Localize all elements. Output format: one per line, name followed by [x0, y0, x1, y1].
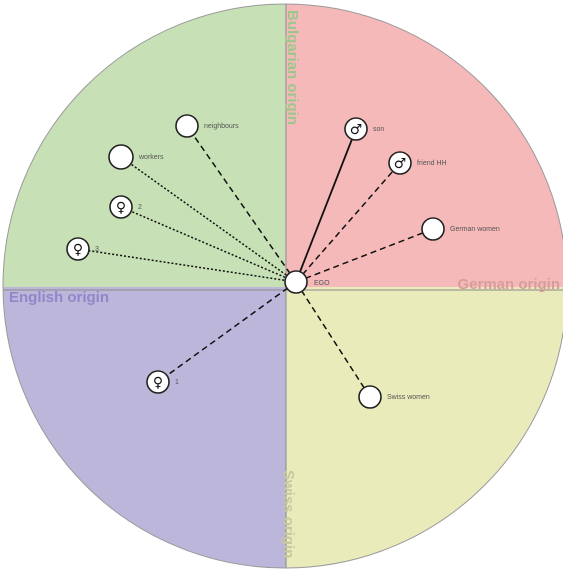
alter-label-female-1: 1	[175, 379, 179, 386]
ego-node[interactable]: EGO	[284, 270, 330, 294]
alter-circle	[175, 114, 199, 138]
alter-node-female-2[interactable]: ♀2	[109, 195, 142, 219]
alter-label-friend-hh: friend HH	[417, 160, 447, 167]
alter-node-swiss-women[interactable]: Swiss women	[358, 385, 430, 409]
male-icon: ♂	[350, 122, 363, 138]
alter-label-female-2: 2	[138, 204, 142, 211]
alter-node-son[interactable]: ♂ son	[344, 117, 384, 141]
quadrant-english	[3, 287, 286, 568]
alter-circle	[66, 237, 90, 261]
alter-label-son: son	[373, 126, 384, 133]
alter-node-friend-hh[interactable]: ♂ friend HH	[388, 151, 447, 175]
quadrant-label-swiss: Swiss origin	[280, 470, 297, 558]
outer-circle	[2, 3, 563, 569]
female-icon: ♀	[153, 375, 163, 391]
alter-circle	[344, 117, 368, 141]
alter-node-female-1[interactable]: ♀1	[146, 370, 179, 394]
quadrant-label-german: German origin	[457, 276, 560, 293]
alter-circle	[109, 195, 133, 219]
tie-female-3	[77, 248, 297, 283]
alter-node-workers[interactable]: workers	[108, 144, 164, 170]
alter-circle	[108, 144, 134, 170]
alter-node-german-women[interactable]: German women	[421, 217, 500, 241]
quadrant-swiss	[286, 287, 563, 568]
alter-circle	[421, 217, 445, 241]
alter-label-workers: workers	[138, 154, 164, 161]
female-icon: ♀	[73, 242, 83, 258]
alter-circle	[388, 151, 412, 175]
tie-swiss-women	[295, 281, 371, 398]
tie-female-1	[157, 281, 297, 383]
alter-node-neighbours[interactable]: neighbours	[175, 114, 239, 138]
alter-node-female-3[interactable]: ♀3	[66, 237, 99, 261]
ego-label: EGO	[314, 280, 330, 287]
alter-circle	[358, 385, 382, 409]
tie-neighbours	[186, 125, 297, 283]
tie-german-women	[295, 228, 434, 283]
tie-friend-hh	[295, 162, 401, 283]
male-icon: ♂	[394, 156, 407, 172]
quadrant-label-bulgarian: Bulgarian origin	[284, 10, 301, 125]
alter-label-swiss-women: Swiss women	[387, 394, 430, 401]
tie-son	[295, 128, 357, 283]
quadrant-german	[286, 4, 563, 287]
alter-label-neighbours: neighbours	[204, 123, 239, 130]
alter-circle	[146, 370, 170, 394]
female-icon: ♀	[116, 200, 126, 216]
quadrant-label-english: English origin	[9, 289, 109, 306]
ties	[77, 125, 434, 398]
alter-label-female-3: 3	[95, 246, 99, 253]
alter-label-german-women: German women	[450, 226, 500, 233]
